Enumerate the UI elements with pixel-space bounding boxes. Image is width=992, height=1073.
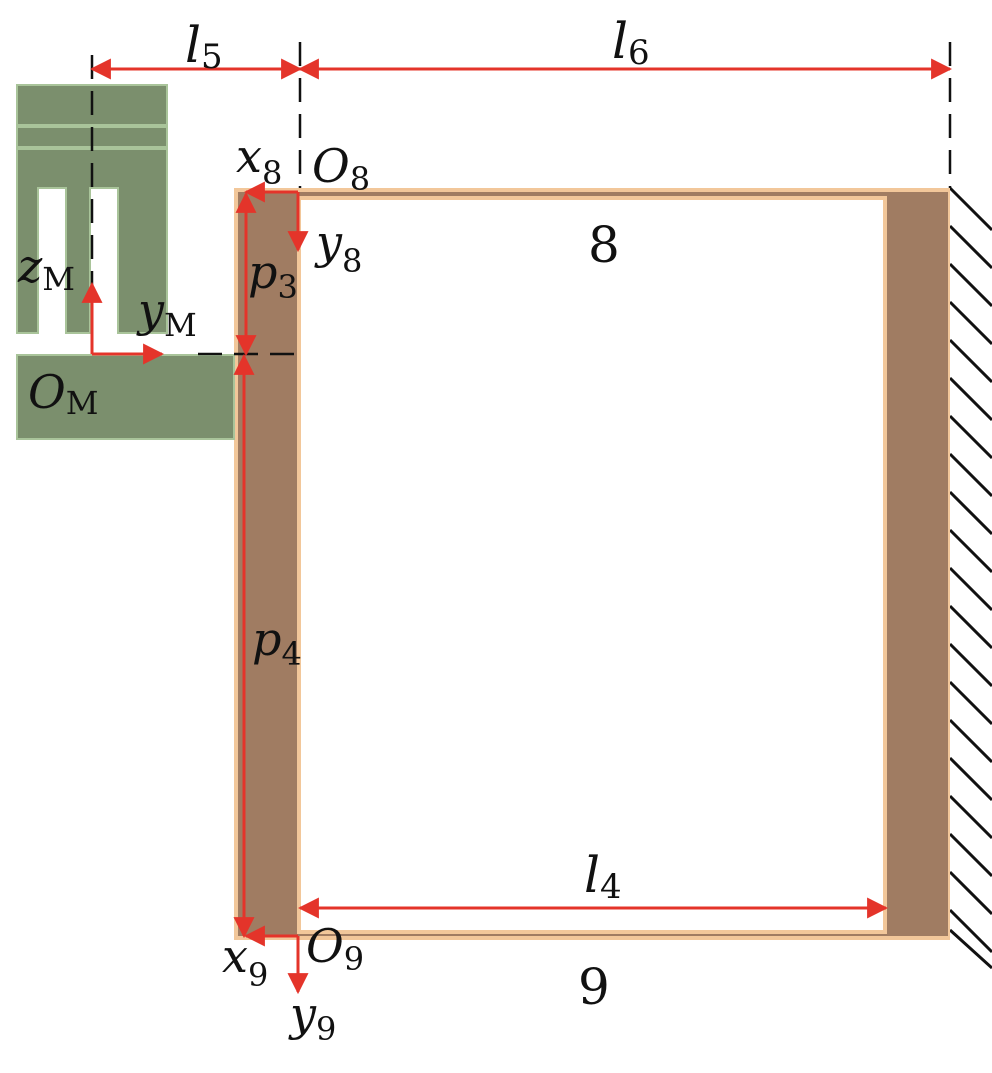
frame-window (301, 200, 883, 930)
ground-hatching (948, 186, 992, 970)
label-y8: y8 (314, 215, 362, 280)
green-u-shape (16, 148, 168, 334)
label-part-9: 9 (578, 958, 610, 1016)
label-x9: x9 (222, 929, 268, 994)
label-x8: x8 (236, 129, 282, 192)
label-ym: yM (136, 283, 197, 344)
label-part-8: 8 (588, 216, 620, 274)
label-om: OM (28, 365, 98, 422)
labels: l5 l6 x8 O8 y8 8 p3 zM yM OM p4 l4 (17, 12, 650, 1048)
red-arrows (81, 58, 953, 995)
label-zm: zM (17, 239, 75, 298)
label-o8: O8 (312, 139, 370, 198)
label-l6: l6 (612, 12, 650, 73)
label-l5: l5 (185, 16, 223, 77)
flexure-frame (234, 188, 950, 940)
label-o9: O9 (306, 919, 364, 978)
label-p3: p3 (248, 245, 298, 306)
label-p4: p4 (252, 612, 302, 673)
label-y9: y9 (288, 987, 336, 1048)
label-l4: l4 (584, 846, 622, 907)
